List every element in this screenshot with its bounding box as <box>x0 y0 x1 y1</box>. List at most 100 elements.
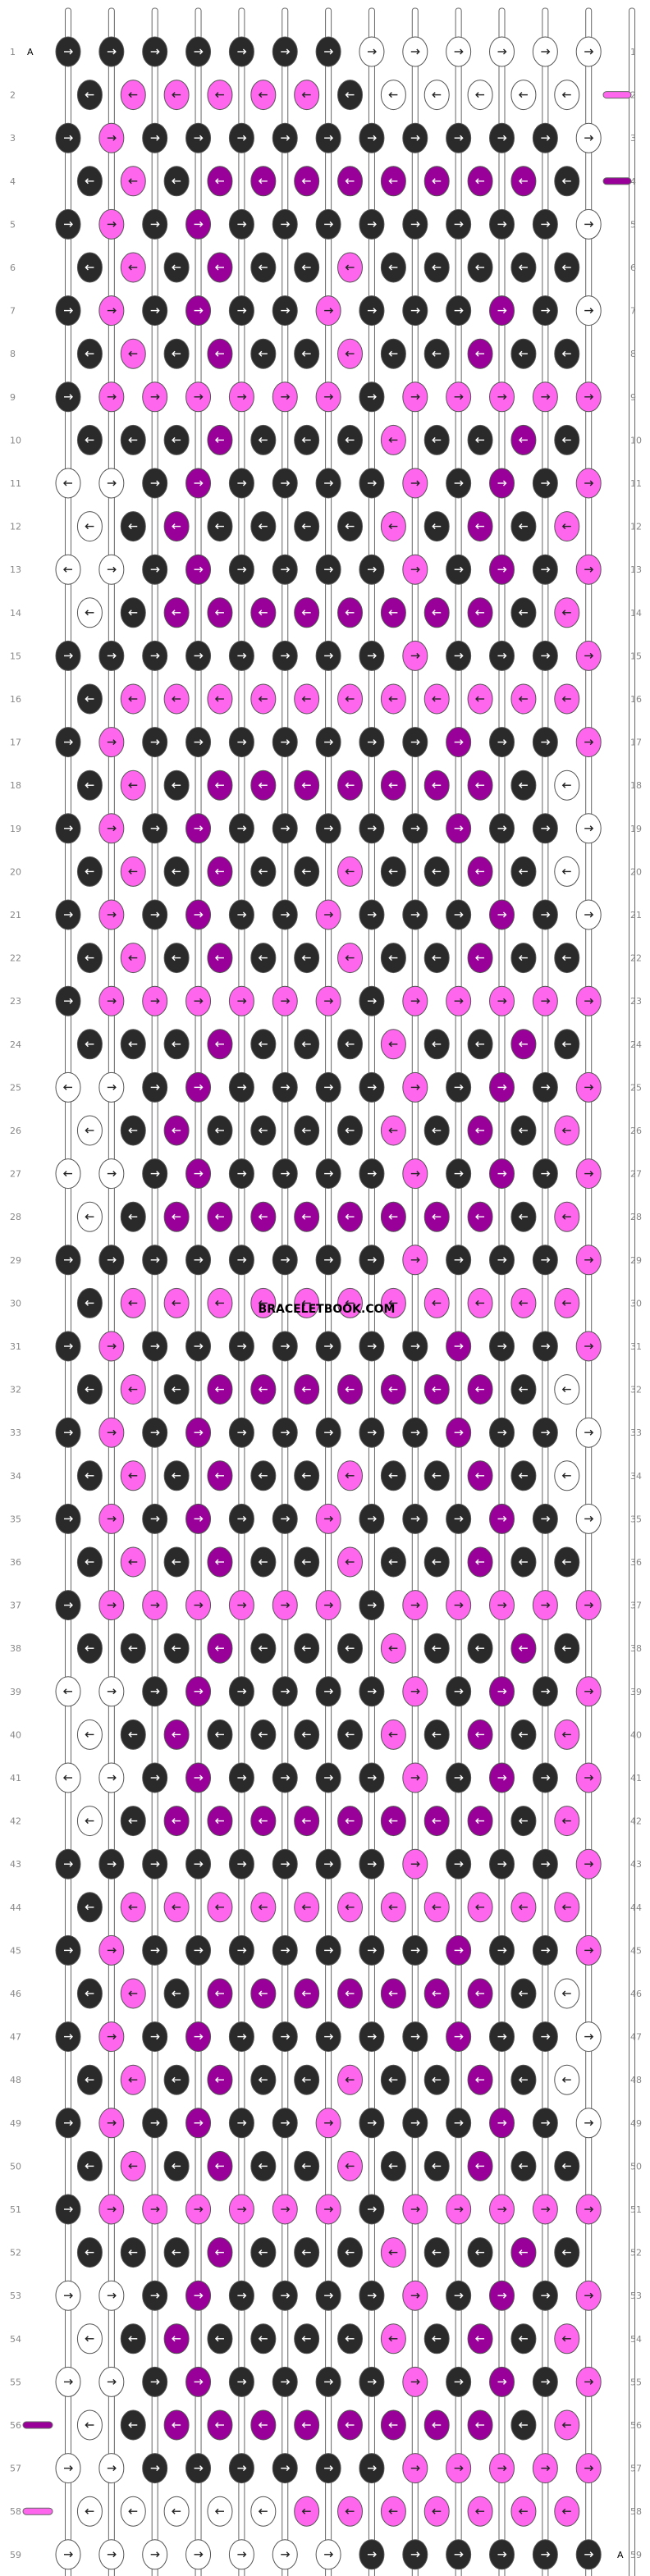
knot <box>359 1934 385 1966</box>
knot <box>98 1071 125 1103</box>
knot <box>402 2453 428 2484</box>
knot <box>185 1158 212 1190</box>
row-number-right: 6 <box>630 263 636 273</box>
knot <box>489 122 515 153</box>
row-number-right: 13 <box>630 564 642 575</box>
knot <box>294 166 320 197</box>
knot <box>467 2496 493 2527</box>
knot <box>250 2496 277 2527</box>
knot <box>272 1848 298 1879</box>
knot <box>228 2108 254 2139</box>
knot <box>207 1978 233 2009</box>
knot <box>532 1417 558 1448</box>
knot <box>575 554 602 585</box>
knot <box>315 295 341 327</box>
row-number-right: 31 <box>630 1341 642 1352</box>
knot <box>142 1676 168 1707</box>
knot <box>446 1590 472 1621</box>
knot <box>402 381 428 413</box>
knot <box>467 683 493 715</box>
knot <box>423 424 450 455</box>
knot <box>163 597 190 628</box>
knot <box>76 1546 103 1578</box>
knot <box>446 2453 472 2484</box>
knot <box>337 2237 364 2268</box>
row-number-left: 36 <box>10 1557 21 1568</box>
knot <box>532 1848 558 1879</box>
knot <box>142 1934 168 1966</box>
row-number-left: 51 <box>10 2204 21 2215</box>
edge-thread-left <box>22 2421 53 2429</box>
knot <box>272 1417 298 1448</box>
knot <box>337 252 364 283</box>
knot <box>185 2453 212 2484</box>
row-number-left: 10 <box>10 435 21 445</box>
knot <box>337 943 364 974</box>
knot <box>554 166 580 197</box>
row-number-right: 26 <box>630 1126 642 1136</box>
knot <box>315 813 341 844</box>
knot <box>380 2237 406 2268</box>
knot <box>76 683 103 715</box>
knot <box>359 1848 385 1879</box>
knot <box>228 1245 254 1276</box>
knot <box>163 943 190 974</box>
knot <box>315 2280 341 2311</box>
knot <box>510 1287 537 1318</box>
knot <box>423 1115 450 1146</box>
knot <box>423 2496 450 2527</box>
knot <box>250 597 277 628</box>
row-number-right: 32 <box>630 1385 642 1395</box>
knot <box>510 1806 537 1837</box>
knot <box>380 856 406 887</box>
knot <box>423 1719 450 1750</box>
knot <box>554 2409 580 2441</box>
knot <box>402 1848 428 1879</box>
knot <box>446 1417 472 1448</box>
row-number-left: 38 <box>10 1643 21 1654</box>
knot <box>207 683 233 715</box>
knot <box>55 381 81 413</box>
knot <box>532 208 558 240</box>
knot <box>575 899 602 930</box>
knot <box>532 1676 558 1707</box>
knot <box>337 1460 364 1491</box>
knot <box>446 2021 472 2053</box>
knot <box>423 2150 450 2181</box>
knot <box>272 1071 298 1103</box>
knot <box>272 727 298 758</box>
row-number-right: 20 <box>630 866 642 877</box>
knot <box>163 2323 190 2354</box>
knot <box>98 985 125 1016</box>
knot <box>467 2409 493 2441</box>
knot <box>554 597 580 628</box>
row-number-left: 48 <box>10 2075 21 2085</box>
knot <box>446 985 472 1016</box>
knot <box>55 1590 81 1621</box>
knot <box>315 727 341 758</box>
knot <box>575 640 602 671</box>
knot <box>207 1029 233 1060</box>
knot <box>423 1029 450 1060</box>
row-number-left: 37 <box>10 1601 21 1611</box>
knot <box>337 1806 364 1837</box>
knot <box>294 2323 320 2354</box>
knot <box>120 166 146 197</box>
knot <box>76 1978 103 2009</box>
knot <box>402 2539 428 2570</box>
knot <box>554 1201 580 1232</box>
row-number-right: 4 <box>630 176 636 187</box>
knot <box>250 1806 277 1837</box>
knot <box>98 2539 125 2570</box>
knot <box>337 424 364 455</box>
anchor-label-top: A <box>27 47 34 57</box>
knot <box>575 1245 602 1276</box>
row-number-right: 53 <box>630 2291 642 2301</box>
knot <box>554 2064 580 2095</box>
knot <box>575 381 602 413</box>
knot <box>554 770 580 801</box>
knot <box>359 2453 385 2484</box>
knot <box>554 2150 580 2181</box>
row-number-right: 39 <box>630 1687 642 1697</box>
knot <box>359 1245 385 1276</box>
